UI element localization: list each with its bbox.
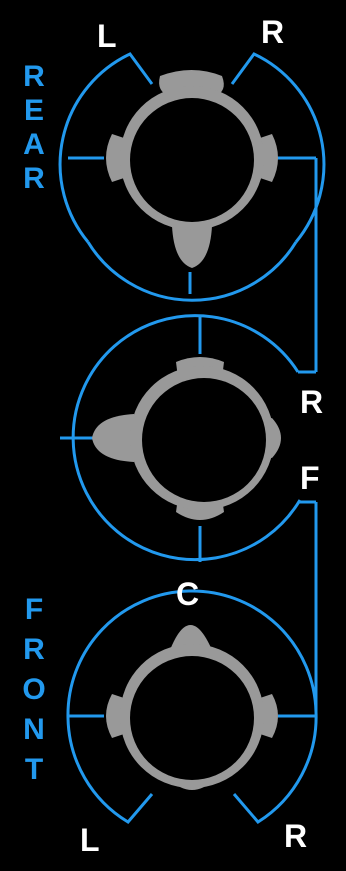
front-upper-arc	[66, 589, 318, 719]
rear-letter: R	[23, 162, 45, 195]
front-letter: F	[24, 593, 44, 626]
front-word: F R O N T	[20, 590, 48, 790]
rear-bottom-arc	[86, 241, 298, 302]
rear-right-label[interactable]: R	[261, 14, 285, 50]
front-letter: R	[23, 633, 45, 666]
rear-letter: R	[23, 60, 45, 93]
middle-front-label[interactable]: F	[300, 460, 320, 496]
front-letter: O	[22, 673, 46, 706]
middle-rear-label[interactable]: R	[300, 384, 324, 420]
front-right-arc	[232, 711, 318, 824]
rear-left-arc	[58, 52, 154, 243]
front-letter: N	[23, 713, 45, 746]
rear-letter: A	[23, 128, 45, 161]
rear-knob-group[interactable]	[58, 52, 326, 302]
front-knob[interactable]	[106, 625, 278, 790]
front-letter: T	[24, 753, 44, 786]
rear-letter: E	[23, 94, 44, 127]
middle-knob[interactable]	[92, 357, 281, 520]
rear-right-arc	[230, 52, 326, 243]
front-left-label[interactable]: L	[80, 822, 100, 858]
middle-knob-group[interactable]	[60, 314, 302, 562]
front-knob-group[interactable]	[66, 589, 318, 824]
rear-word: R E A R	[20, 60, 48, 196]
rear-left-label[interactable]: L	[97, 18, 117, 54]
front-center-label[interactable]: C	[176, 576, 200, 612]
front-right-label[interactable]: R	[284, 818, 308, 854]
middle-upper-arc	[71, 314, 302, 562]
rear-knob[interactable]	[106, 70, 278, 268]
front-left-arc	[66, 717, 154, 824]
